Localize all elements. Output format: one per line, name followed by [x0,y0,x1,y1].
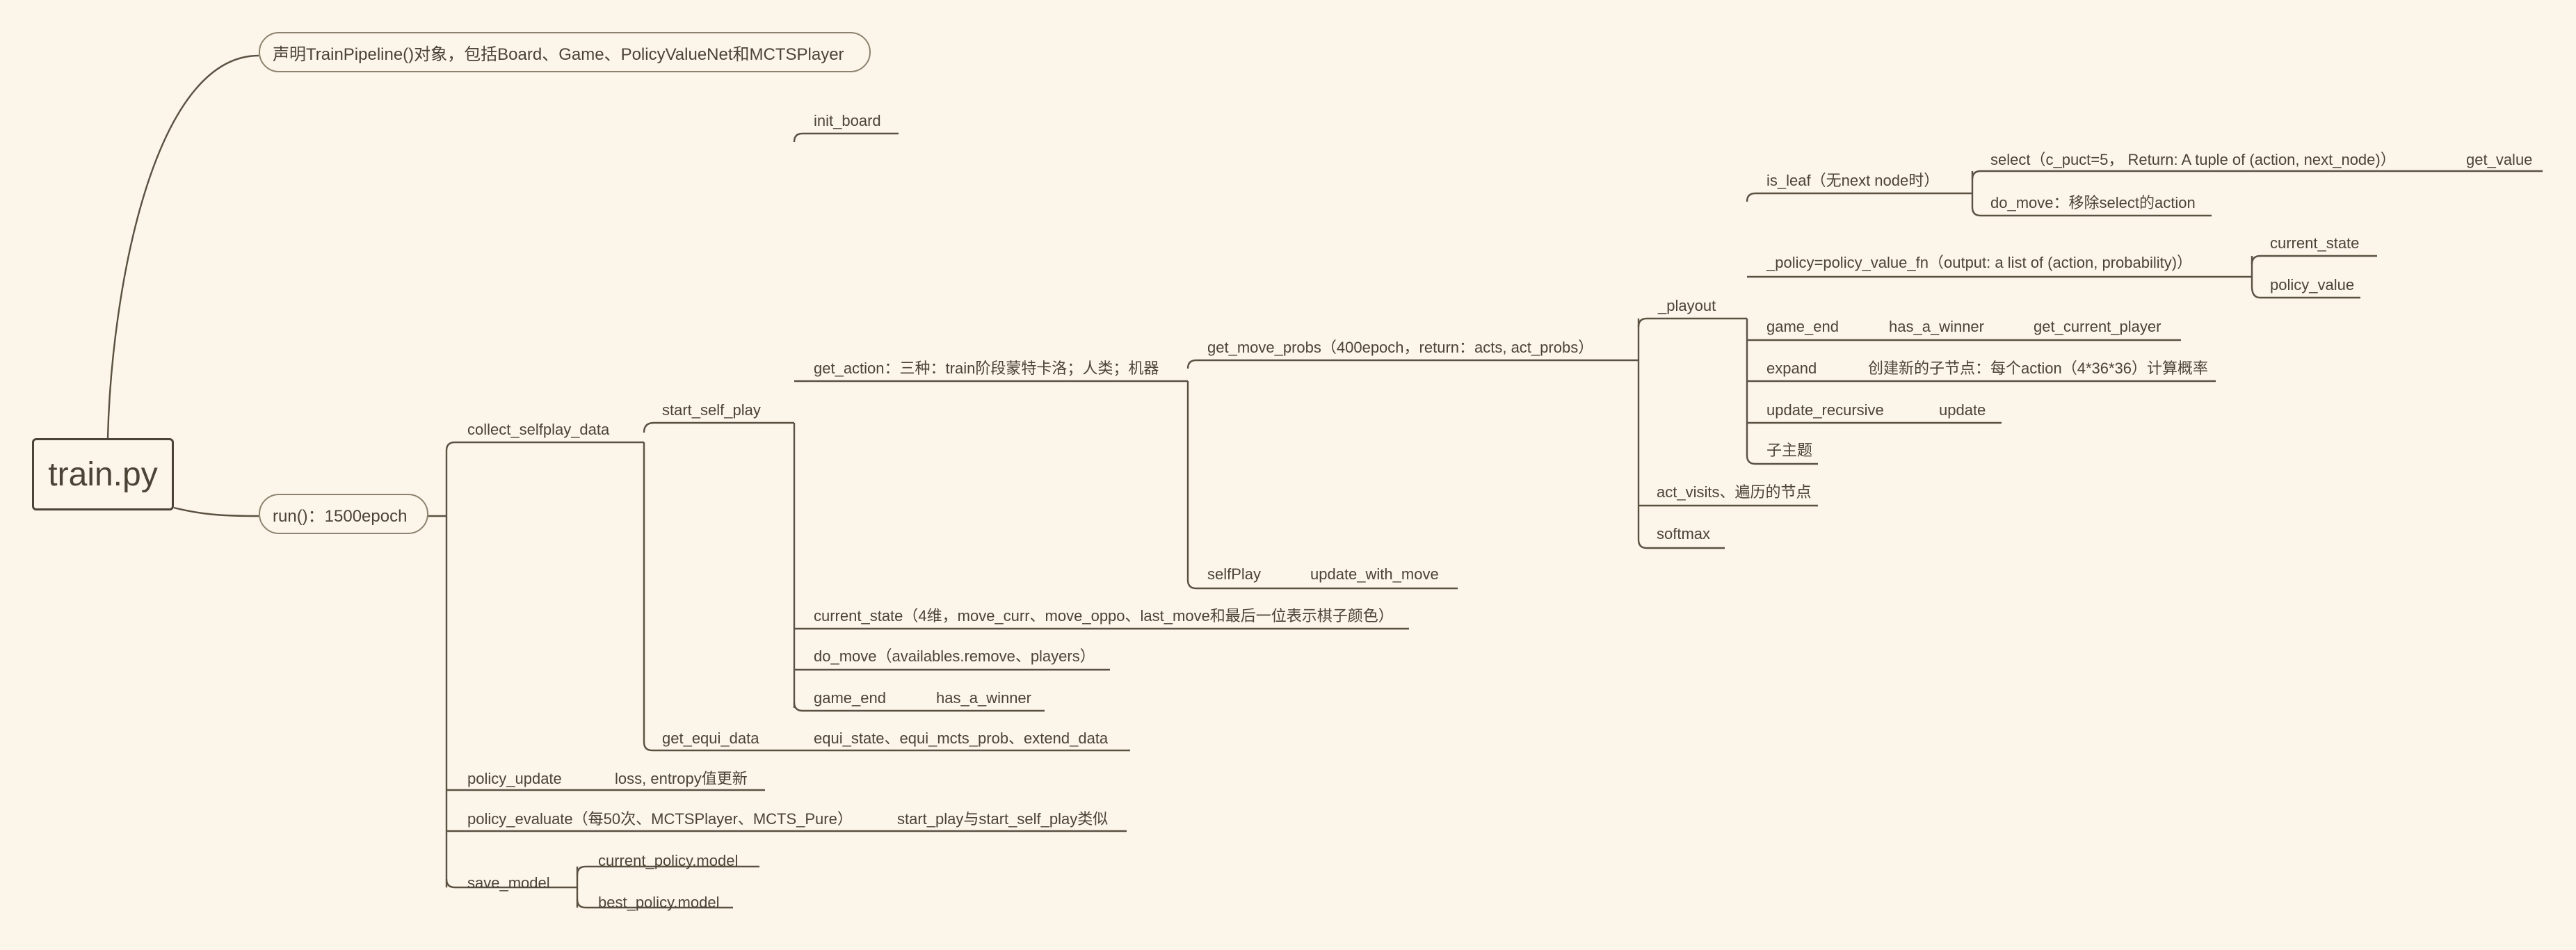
get-value-node[interactable]: get_value [2466,151,2533,168]
update-node[interactable]: update [1939,401,1986,419]
current-state-node[interactable]: current_state（4维，move_curr、move_oppo、las… [814,607,1394,625]
init-board-node[interactable]: init_board [814,112,881,129]
selfplay-node[interactable]: selfPlay [1207,565,1262,583]
declare-trainpipeline-node[interactable]: 声明TrainPipeline()对象，包括Board、Game、PolicyV… [259,32,871,72]
update-with-move-node[interactable]: update_with_move [1310,565,1439,583]
root-node[interactable]: train.py [32,438,174,510]
get-action-node[interactable]: get_action：三种：train阶段蒙特卡洛；人类；机器 [814,360,1159,377]
current-policy-model-node[interactable]: current_policy.model [598,852,739,869]
get-current-player-node[interactable]: get_current_player [2034,318,2162,335]
has-a-winner-inner-node[interactable]: has_a_winner [1889,318,1984,335]
collect-selfplay-data-node[interactable]: collect_selfplay_data [467,421,610,438]
start-self-play-node[interactable]: start_self_play [662,401,761,419]
subtopic-node[interactable]: 子主题 [1766,442,1813,459]
act-visits-node[interactable]: act_visits、遍历的节点 [1657,483,1812,501]
best-policy-model-node[interactable]: best_policy.model [598,894,720,911]
equi-data-desc-node[interactable]: equi_state、equi_mcts_prob、extend_data [814,730,1109,747]
select-node[interactable]: select（c_puct=5， Return: A tuple of (act… [1990,151,2396,168]
get-move-probs-node[interactable]: get_move_probs（400epoch，return：acts, act… [1207,339,1594,356]
expand-desc-node[interactable]: 创建新的子节点：每个action（4*36*36）计算概率 [1868,360,2209,377]
policy-value-node[interactable]: policy_value [2270,276,2355,293]
run-node[interactable]: run()：1500epoch [259,494,428,534]
save-model-node[interactable]: save_model [467,874,550,892]
game-end-inner-node[interactable]: game_end [1766,318,1839,335]
policy-update-node[interactable]: policy_update [467,770,562,787]
current-state-leaf-node[interactable]: current_state [2270,234,2360,252]
has-a-winner-node[interactable]: has_a_winner [936,689,1031,707]
start-play-node[interactable]: start_play与start_self_play类似 [897,810,1109,828]
playout-node[interactable]: _playout [1658,297,1716,314]
do-move-node[interactable]: do_move（availables.remove、players） [814,647,1095,665]
policy-evaluate-node[interactable]: policy_evaluate（每50次、MCTSPlayer、MCTS_Pur… [467,810,853,828]
softmax-node[interactable]: softmax [1657,525,1711,542]
game-end-node[interactable]: game_end [814,689,886,707]
policy-value-fn-node[interactable]: _policy=policy_value_fn（output: a list o… [1766,254,2193,271]
expand-node[interactable]: expand [1766,360,1817,377]
get-equi-data-node[interactable]: get_equi_data [662,730,759,747]
update-recursive-node[interactable]: update_recursive [1766,401,1884,419]
do-move-select-node[interactable]: do_move：移除select的action [1990,194,2196,211]
is-leaf-node[interactable]: is_leaf（无next node时） [1766,172,1940,189]
loss-entropy-node[interactable]: loss, entropy值更新 [615,770,748,787]
